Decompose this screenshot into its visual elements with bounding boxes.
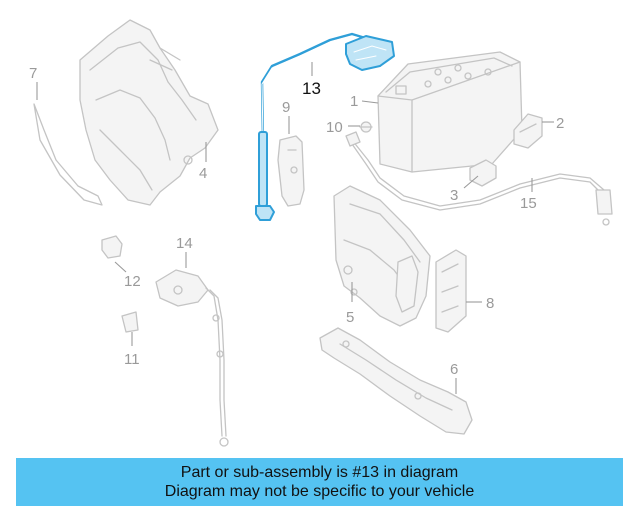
part-14-cable-assembly: [155, 252, 229, 447]
callout-3: 3: [450, 187, 458, 204]
callout-9: 9: [282, 99, 290, 116]
caption-line-2: Diagram may not be specific to your vehi…: [164, 483, 475, 500]
callout-5: 5: [346, 309, 354, 326]
part-3-clamp: [463, 159, 497, 189]
part-15-ground-cable: [345, 131, 613, 226]
callout-11: 11: [124, 351, 140, 368]
part-4-fender-liner: [79, 19, 219, 206]
caption-line-1: Part or sub-assembly is #13 in diagram: [180, 464, 459, 481]
part-11-connector: [121, 311, 139, 346]
callout-2: 2: [556, 115, 564, 132]
part-5-inner-panel: [333, 185, 431, 327]
callout-1: 1: [350, 93, 358, 110]
part-9-bracket: [277, 116, 305, 207]
part-8-side-bracket: [435, 249, 482, 333]
parts-diagram: 7 4 13 9 1 10 2 3 15 14 12 8 5 11 6: [29, 19, 613, 447]
callout-12: 12: [124, 273, 141, 290]
callout-4: 4: [199, 165, 207, 182]
callout-10: 10: [326, 119, 343, 136]
callout-13: 13: [302, 79, 321, 98]
callout-15: 15: [520, 195, 537, 212]
part-2-hold-down: [513, 113, 554, 149]
part-10-bolt: [348, 121, 373, 133]
callout-7: 7: [29, 65, 37, 82]
part-12-clip: [101, 235, 127, 273]
callout-6: 6: [450, 361, 458, 378]
caption-banner: Part or sub-assembly is #13 in diagram D…: [16, 458, 623, 506]
part-6-lower-rail: [319, 327, 473, 435]
part-13-battery-cable: [255, 32, 395, 221]
callout-14: 14: [176, 235, 193, 252]
callout-8: 8: [486, 295, 494, 312]
part-1-battery: [361, 51, 523, 173]
part-7-trim-strip: [33, 82, 103, 206]
